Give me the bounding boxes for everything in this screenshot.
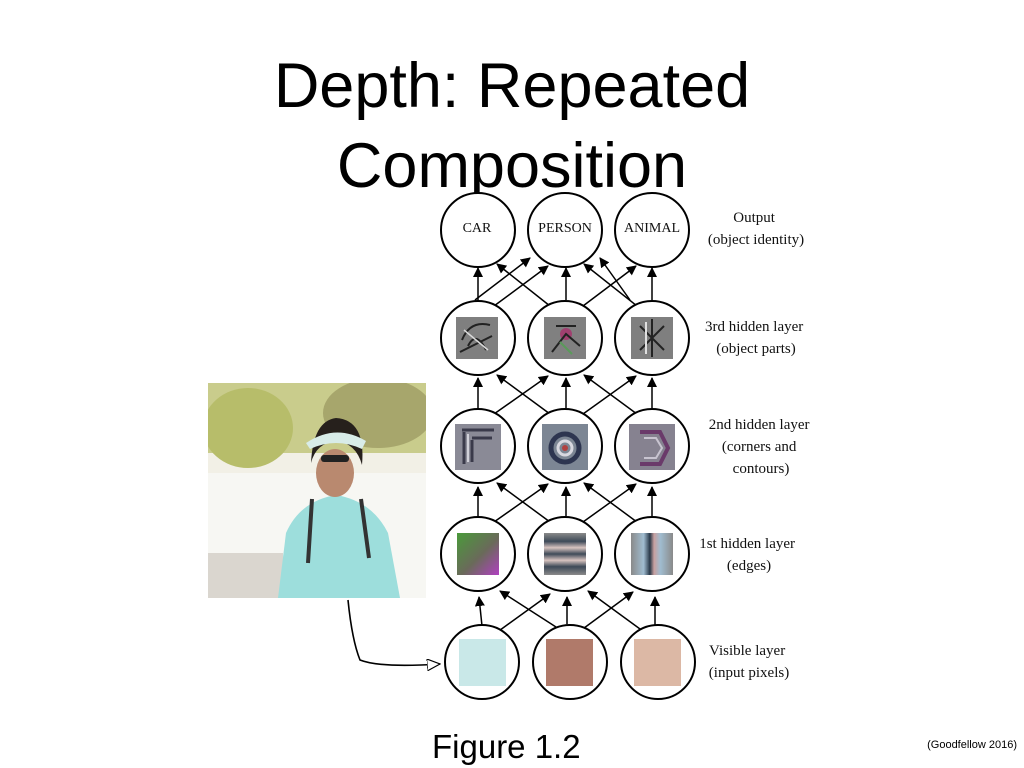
- hidden-layer-1: [440, 516, 690, 592]
- citation: (Goodfellow 2016): [927, 739, 1017, 751]
- slide-title: Depth: Repeated Composition: [112, 46, 912, 206]
- connections: [473, 257, 660, 634]
- input-pixel-3: [634, 639, 681, 686]
- feature-patch-vertical-edge: [631, 533, 673, 575]
- label-hidden-2: 2nd hidden layer (corners and contours): [709, 417, 814, 477]
- label-visible: Visible layer (input pixels): [709, 643, 789, 681]
- figure-caption: Figure 1.2: [432, 728, 581, 765]
- output-layer: CAR PERSON ANIMAL: [440, 192, 690, 268]
- label-hidden-1: 1st hidden layer (edges): [699, 536, 799, 574]
- input-photo: [208, 383, 426, 598]
- label-hidden-3: 3rd hidden layer (object parts): [705, 319, 807, 357]
- layer-labels: Output (object identity) 3rd hidden laye…: [699, 210, 814, 681]
- output-node-car: [440, 192, 516, 268]
- feature-patch-car-part: [456, 317, 498, 359]
- feature-patch-person-part: [544, 317, 586, 359]
- feature-patch-diagonal-edge: [457, 533, 499, 575]
- feature-patch-contour: [629, 424, 675, 470]
- output-label-car: CAR: [463, 221, 492, 236]
- output-node-person: [527, 192, 603, 268]
- hidden-layer-2: [440, 408, 690, 484]
- feature-patch-horizontal-edges: [544, 533, 586, 575]
- input-pixel-1: [459, 639, 506, 686]
- feature-patch-animal-part: [631, 317, 673, 359]
- input-pixel-2: [546, 639, 593, 686]
- feature-patch-corners: [455, 424, 501, 470]
- input-arrow: [347, 599, 440, 665]
- output-node-animal: [614, 192, 690, 268]
- title-line-1: Depth: Repeated: [273, 51, 751, 121]
- hidden-layer-3: [440, 300, 690, 376]
- title-line-2: Composition: [336, 131, 688, 201]
- visible-layer: [444, 624, 696, 700]
- output-label-animal: ANIMAL: [624, 221, 680, 236]
- feature-patch-circle: [542, 424, 588, 470]
- label-output: Output (object identity): [708, 210, 804, 248]
- output-label-person: PERSON: [538, 221, 592, 236]
